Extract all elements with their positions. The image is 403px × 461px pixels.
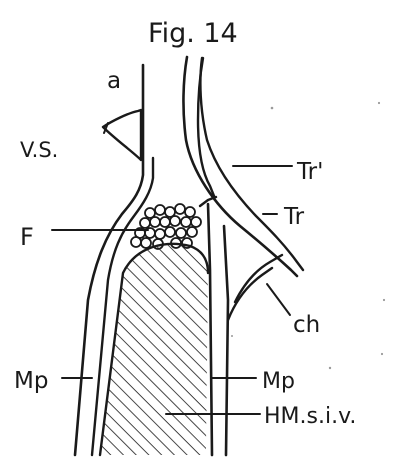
leader-ch [267,284,290,315]
trachea-inner [200,58,303,270]
label-ch: ch [293,312,320,338]
hatched-mass [100,244,208,455]
label-a: a [107,68,121,94]
right-side-wall [224,226,228,455]
sinus-wall [103,110,141,160]
follicle-cluster [131,204,201,249]
branch-ch-lower [228,268,272,320]
label-f: F [20,223,34,251]
right-outer-wall [208,204,212,455]
label-hm: HM.s.i.v. [264,404,356,429]
label-mp-left: Mp [14,368,48,394]
label-tr: Tr [283,204,305,230]
label-tr1: Tr' [296,159,323,185]
figure-title: Fig. 14 [148,18,238,49]
label-mp-right: Mp [262,369,295,394]
label-vs: V.S. [20,138,58,162]
